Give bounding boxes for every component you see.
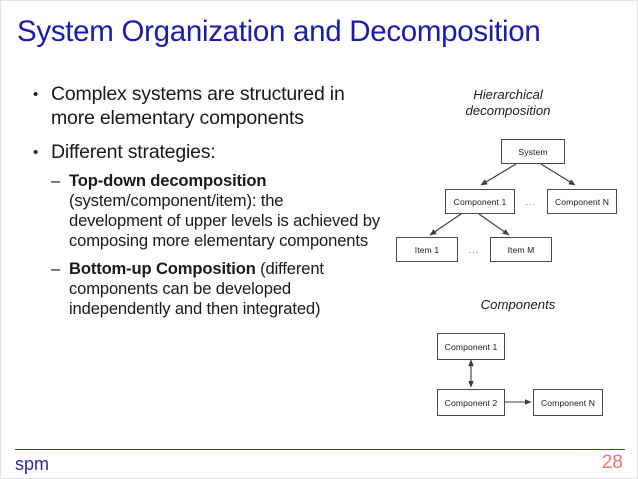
- hierarchical-diagram-caption: Hierarchical decomposition: [423, 87, 593, 119]
- bullet-item-2-text: Different strategies:: [51, 141, 216, 164]
- sub-bullet-bottom-up: – Bottom-up Composition (different compo…: [51, 259, 381, 320]
- node-item-m: Item M: [490, 237, 552, 262]
- node-comp-component-n: Component N: [533, 389, 603, 416]
- sub-bullet-bottom-up-text: (different components can be developed i…: [69, 258, 324, 318]
- node-system: System: [501, 139, 565, 164]
- dash-marker-icon: –: [51, 170, 61, 190]
- node-comp-component-n-label: Component N: [540, 397, 596, 408]
- sub-bullet-top-down: – Top-down decomposition (system/compone…: [51, 171, 381, 252]
- bullet-item-1-text: Complex systems are structured in more e…: [51, 83, 345, 129]
- hierarchical-caption-line-2: decomposition: [465, 103, 551, 118]
- ellipsis-items: ...: [468, 245, 480, 255]
- sub-bullet-bottom-up-title: Bottom-up Composition: [69, 258, 256, 278]
- node-comp-component-1: Component 1: [437, 333, 505, 360]
- ellipsis-components: ...: [525, 197, 537, 207]
- dash-marker-icon: –: [51, 258, 61, 278]
- hierarchical-decomposition-diagram: Hierarchical decomposition System Compon…: [383, 87, 635, 267]
- page-title: System Organization and Decomposition: [17, 15, 541, 48]
- hierarchical-caption-line-1: Hierarchical: [473, 87, 543, 102]
- bullet-marker-icon: •: [33, 144, 39, 162]
- node-component-n: Component N: [547, 189, 617, 214]
- node-component-1-label: Component 1: [453, 196, 507, 207]
- sub-bullet-top-down-text: (system/component/item): the development…: [69, 190, 381, 251]
- node-item-m-label: Item M: [507, 244, 535, 255]
- sub-bullet-list: – Top-down decomposition (system/compone…: [51, 171, 381, 319]
- page-number: 28: [601, 452, 623, 473]
- bullet-item-1: • Complex systems are structured in more…: [31, 83, 381, 130]
- node-system-label: System: [518, 146, 548, 157]
- components-diagram: Components Component 1 Component 2 Compo…: [401, 297, 635, 427]
- node-component-1: Component 1: [445, 189, 515, 214]
- node-item-1: Item 1: [396, 237, 458, 262]
- sub-bullet-top-down-title: Top-down decomposition: [69, 170, 267, 190]
- footer-brand: spm: [15, 454, 50, 474]
- bullet-item-2: • Different strategies: – Top-down decom…: [31, 141, 381, 319]
- node-comp-component-2: Component 2: [437, 389, 505, 416]
- bullet-list: • Complex systems are structured in more…: [31, 83, 381, 330]
- footer-divider: [15, 449, 625, 450]
- node-comp-component-1-label: Component 1: [444, 341, 498, 352]
- bullet-marker-icon: •: [33, 86, 39, 103]
- node-comp-component-2-label: Component 2: [444, 397, 498, 408]
- components-diagram-caption: Components: [480, 297, 556, 312]
- node-component-n-label: Component N: [554, 196, 610, 207]
- node-item-1-label: Item 1: [414, 244, 440, 255]
